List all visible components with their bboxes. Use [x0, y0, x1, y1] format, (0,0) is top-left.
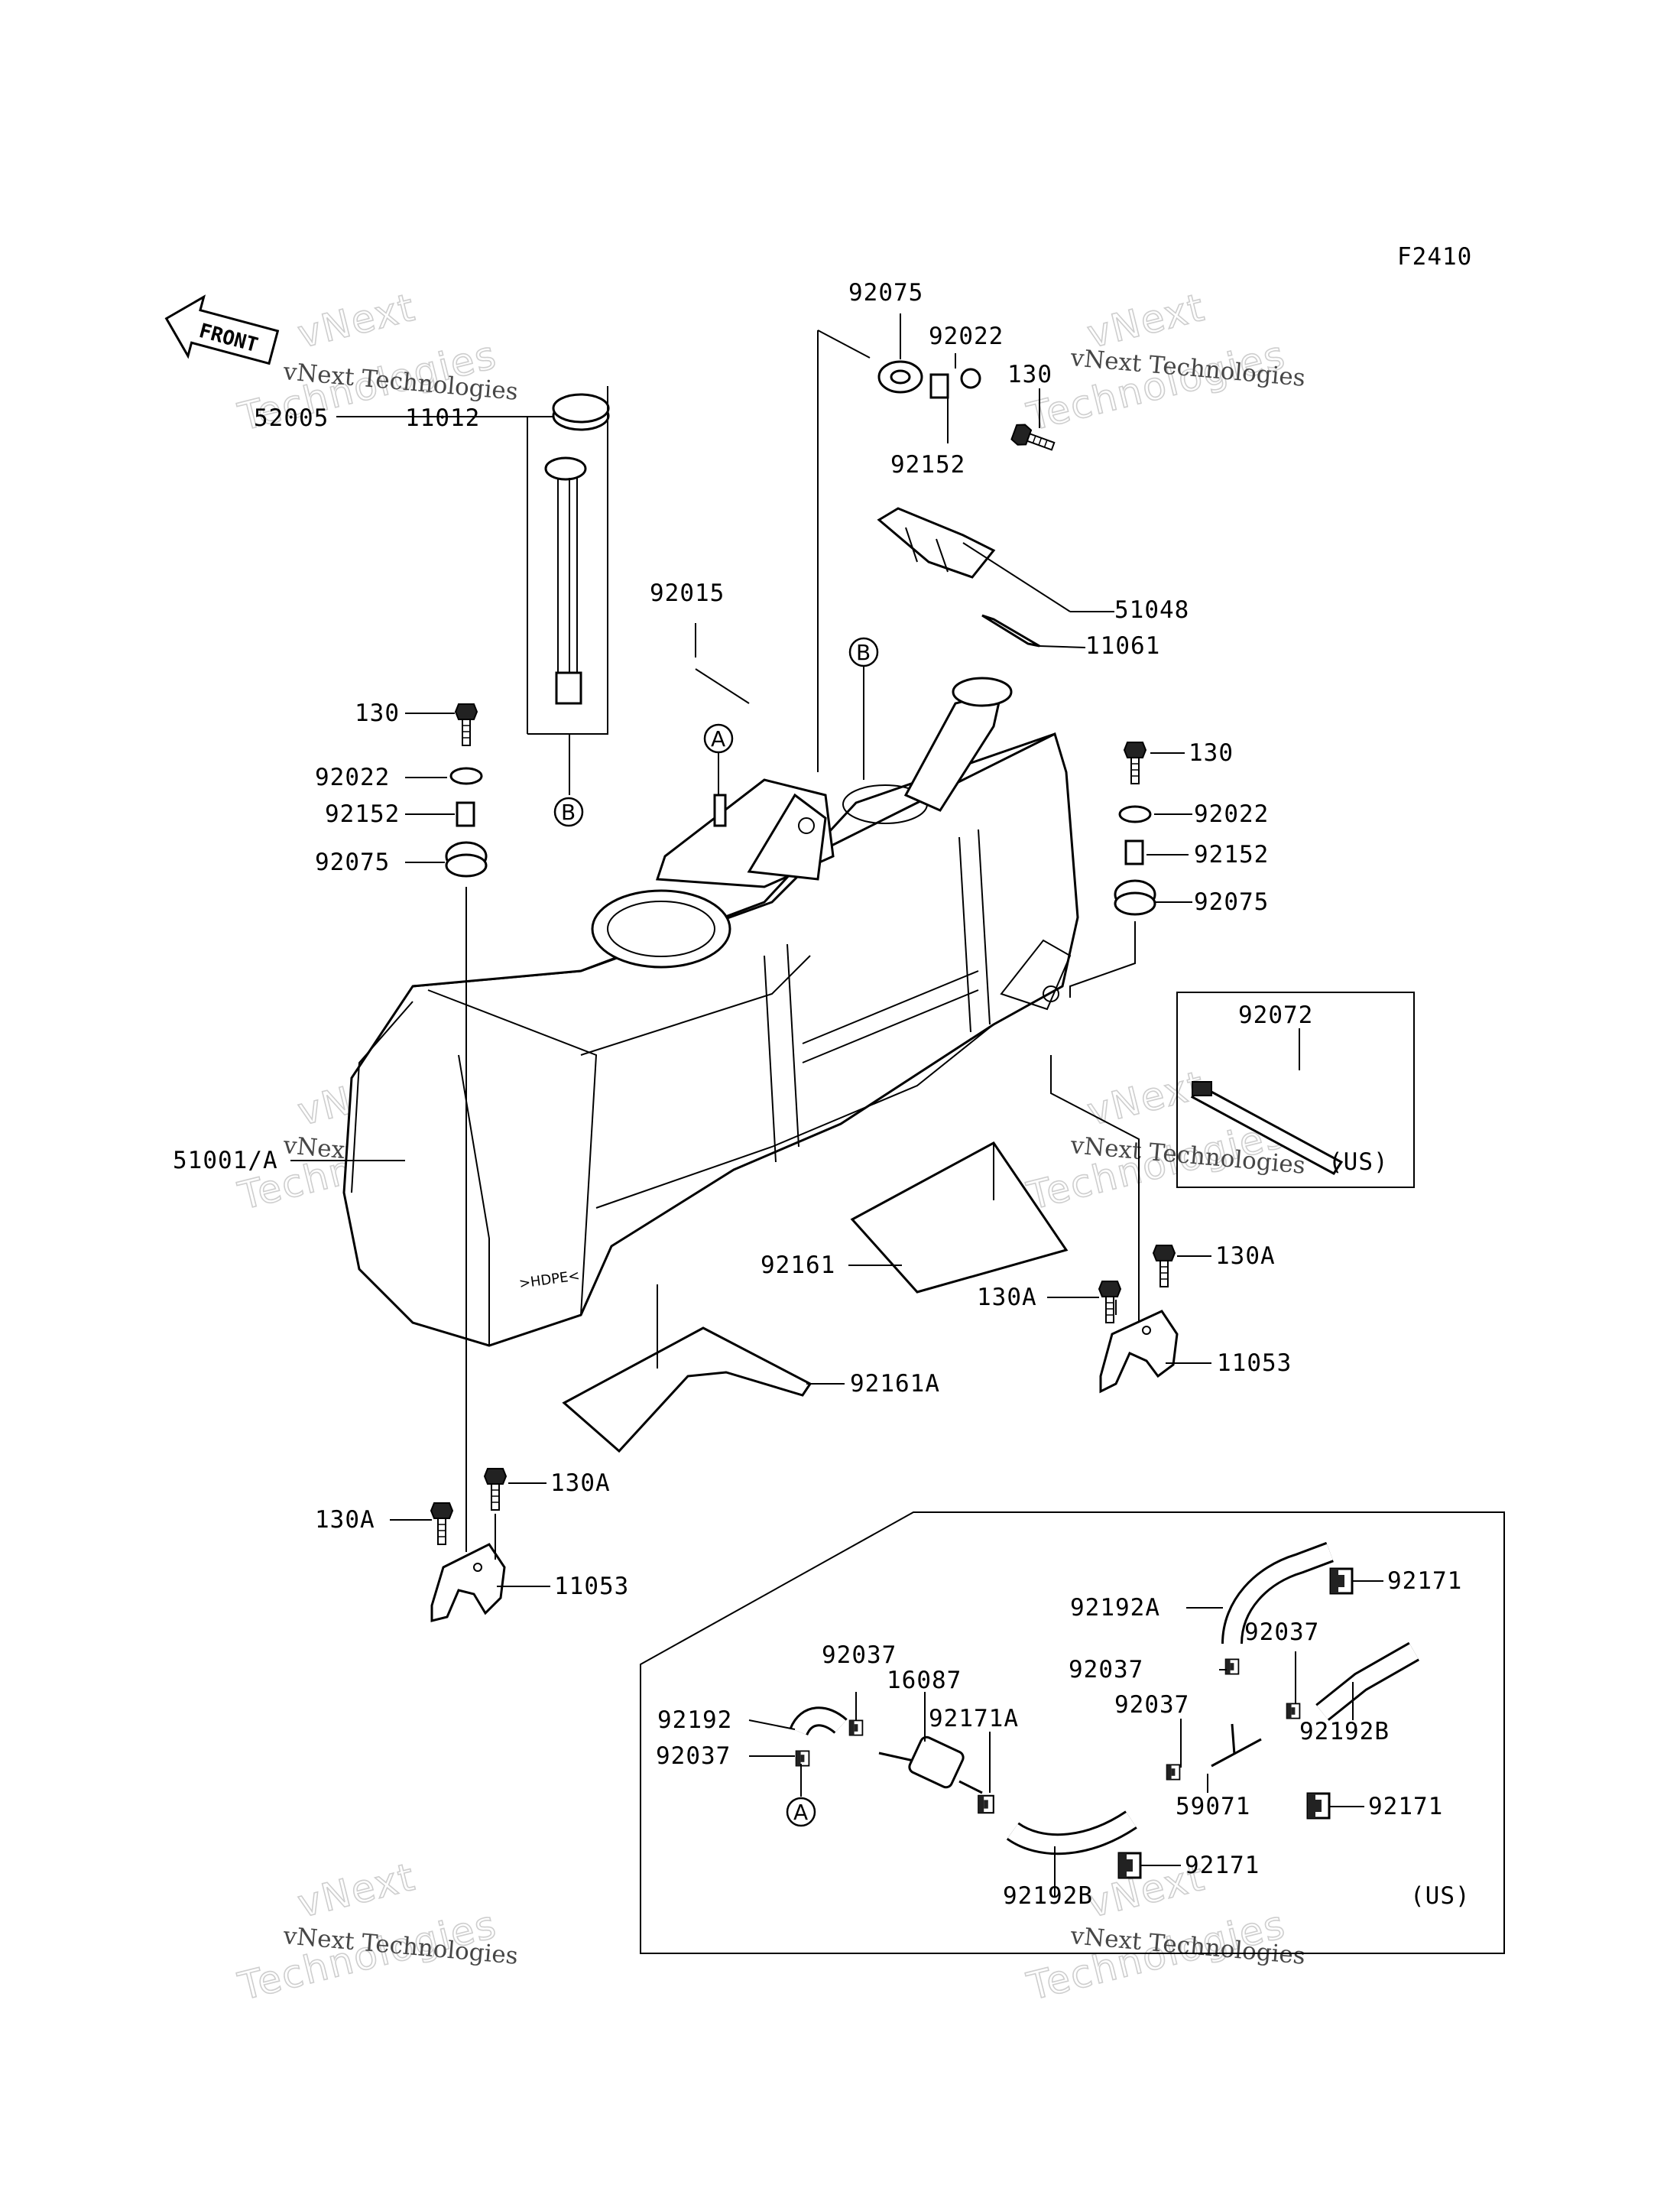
part-label: 130A [550, 1469, 611, 1497]
pad-92161 [850, 1141, 1069, 1294]
mount-left [445, 703, 488, 1552]
part-label: 11053 [1217, 1349, 1292, 1377]
mount-top-center [877, 360, 1058, 457]
part-label: 92171 [1387, 1567, 1462, 1595]
clip-92171-b [1306, 1792, 1331, 1820]
pad-92161A [562, 1326, 812, 1453]
tee-59071 [1211, 1723, 1262, 1768]
hose-92192 [789, 1706, 848, 1736]
part-label: 130 [1007, 361, 1052, 388]
part-label: 92037 [656, 1742, 731, 1770]
clip-92171-c [1117, 1852, 1142, 1879]
part-label: 92161 [761, 1252, 835, 1279]
part-label: 92171 [1185, 1852, 1260, 1879]
part-label: 130 [1189, 739, 1234, 767]
leader-lines [290, 313, 1383, 1896]
svg-text:vNext: vNext [294, 1855, 420, 1927]
part-label: (US) [1328, 1148, 1389, 1176]
part-label: 92192A [1070, 1594, 1160, 1622]
hose-92192B-bottom [1006, 1810, 1137, 1855]
callout-b-tank: B [848, 637, 879, 780]
watermark-mid-right: vNext Technologies vNext Technologies [1022, 1062, 1306, 1219]
part-label: 130 [355, 700, 400, 727]
part-label: 11061 [1085, 632, 1160, 660]
part-label: 92171 [1368, 1793, 1443, 1820]
part-label: 92075 [315, 849, 390, 876]
fuel-pump-assembly [544, 393, 610, 705]
mount-right [1069, 742, 1156, 998]
callout-b-pump: B [553, 797, 584, 827]
part-label: 52005 [254, 404, 329, 432]
pump-opening [591, 889, 731, 969]
part-labels: 92075 92022 130 92152 52005 11012 51048 … [173, 279, 1471, 1910]
watermark-bottom-right: vNext Technologies vNext Technologies [1022, 1854, 1306, 2010]
part-label: 51048 [1114, 596, 1189, 624]
part-label: 92192B [1299, 1718, 1390, 1745]
label-plate [877, 507, 1071, 648]
part-label: 51001/A [173, 1147, 278, 1174]
part-label: 130A [315, 1506, 375, 1534]
part-label: 92015 [650, 580, 725, 607]
part-label: 11053 [554, 1573, 629, 1600]
watermark-bottom-left: vNext Technologies vNext Technologies [233, 1854, 519, 2010]
part-label: 92022 [1194, 800, 1269, 828]
svg-text:A: A [793, 1800, 808, 1825]
part-label: (US) [1410, 1882, 1471, 1910]
fuel-tank: >HDPE< [342, 677, 1079, 1347]
part-label: 92037 [1069, 1656, 1143, 1683]
bracket-left [430, 1468, 507, 1622]
fuel-filter-16087 [878, 1735, 983, 1794]
svg-text:A: A [711, 726, 725, 752]
svg-text:B: B [856, 640, 871, 665]
part-label: 130A [977, 1284, 1037, 1311]
part-label: 92161A [850, 1370, 940, 1398]
cable-tie-box [1176, 992, 1415, 1188]
svg-text:B: B [561, 800, 576, 825]
callout-a-tank: A [703, 723, 734, 795]
part-label: 92171A [929, 1705, 1019, 1732]
part-label: 92037 [822, 1641, 897, 1669]
part-label: 92037 [1244, 1618, 1319, 1646]
hose-92192B-right [1315, 1641, 1419, 1721]
front-arrow-icon: FRONT [164, 294, 280, 365]
watermark-top-right: vNext Technologies vNext Technologies [1022, 284, 1306, 440]
part-label: 92075 [848, 279, 923, 307]
part-label: 92192B [1003, 1882, 1093, 1910]
clip-92171-a [1329, 1567, 1354, 1595]
callout-a-hose: A [786, 1797, 816, 1827]
part-label: 59071 [1176, 1793, 1250, 1820]
us-hose-box [640, 1511, 1505, 1954]
svg-text:vNext: vNext [1083, 1063, 1209, 1135]
part-label: 92037 [1114, 1691, 1189, 1719]
part-label: 92152 [325, 800, 400, 828]
part-label: 92022 [315, 764, 390, 791]
part-label: 92152 [1194, 841, 1269, 868]
hose-92192A [1221, 1541, 1334, 1644]
svg-text:vNext: vNext [1083, 285, 1209, 357]
part-label: 92022 [929, 323, 1004, 350]
part-label: 92152 [890, 451, 965, 479]
part-label: 11012 [405, 404, 480, 432]
part-label: 130A [1215, 1242, 1276, 1270]
part-label: 92075 [1194, 888, 1269, 916]
figure-code: F2410 [1397, 243, 1472, 271]
svg-text:vNext: vNext [294, 285, 420, 357]
part-label: 16087 [887, 1667, 962, 1694]
part-label: 92072 [1238, 1002, 1313, 1029]
part-label: 92192 [657, 1706, 732, 1734]
bracket-right [1098, 1245, 1179, 1394]
